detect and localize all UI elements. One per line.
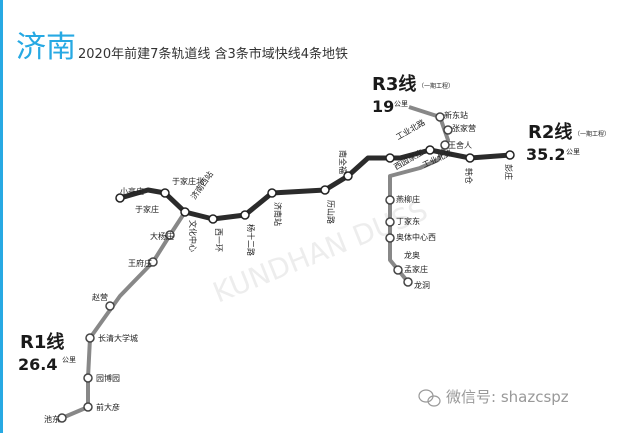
- station-wangfuzhuang: 王府庄: [128, 258, 152, 268]
- station-hanjia: 韩仓: [464, 168, 474, 184]
- station-dingjiadong: 丁家东: [396, 216, 420, 226]
- station-mengjiazhuang: 孟家庄: [404, 264, 428, 274]
- station-xiyihuan: 西一环: [214, 228, 223, 252]
- station-longao: 龙奥: [404, 250, 420, 260]
- r1-label-length: 26.4: [18, 355, 57, 374]
- station-yuanboyuan: 园博园: [96, 373, 120, 383]
- station-qiandazhuang: 前大彦: [96, 402, 120, 412]
- station-yujiazhuang: 于家庄: [135, 204, 159, 214]
- subtitle: 2020年前建7条轨道线 含3条市域快线4条地铁: [78, 47, 349, 62]
- station-jinanzhan: 济南站: [273, 202, 283, 226]
- station-wangsheren: 王舍人: [448, 140, 472, 150]
- station-nanquanzhuang: 南全福: [338, 150, 348, 174]
- station-zhangjiaying: 张家营: [452, 123, 476, 133]
- stations-r3: [385, 112, 453, 287]
- city-title: 济南: [16, 30, 76, 65]
- station-yangshierlu: 杨十二路: [246, 224, 256, 256]
- station-xiaogaozhuang: 小高庄: [120, 186, 144, 196]
- station-yujiazhuangbei: 于家庄北: [172, 176, 204, 186]
- r3-label-name: R3线: [372, 73, 416, 95]
- wechat-id: 微信号: shazcspz: [446, 388, 569, 406]
- stations-r2: [115, 145, 515, 224]
- r2-label-unit: 公里: [566, 148, 580, 156]
- station-wenhuazhongxin: 文化中心: [188, 220, 198, 252]
- r1-label-unit: 公里: [62, 356, 76, 364]
- station-chidong: 池东: [44, 414, 60, 424]
- station-longdong: 龙洞: [414, 280, 430, 290]
- station-gongyebeilu: 工业北路: [394, 117, 427, 142]
- station-zhaoying: 赵营: [92, 292, 108, 302]
- stations-r1: [57, 230, 175, 423]
- watermark-text: KUNDHAN DUSS: [208, 193, 432, 309]
- r1-route: [61, 210, 214, 420]
- station-dayangzhuang: 大杨庄: [150, 231, 174, 241]
- station-changqingdaxuecheng: 长清大学城: [98, 333, 138, 343]
- r3-label-phase: （一期工程）: [418, 82, 454, 90]
- station-lixiashan: 历山路: [326, 200, 336, 224]
- r2-label-length: 35.2: [526, 145, 565, 164]
- r2-label-name: R2线: [528, 121, 572, 143]
- r2-label-phase: （一期工程）: [574, 130, 610, 138]
- r3-label-length: 19: [372, 97, 394, 116]
- station-tanbuzhuang: 燕柳庄: [396, 194, 420, 204]
- wechat-icon: [418, 389, 441, 407]
- station-xindongzhan: 新东站: [444, 110, 468, 120]
- station-pengjiazhuang: 彭庄: [504, 164, 514, 180]
- station-aotizhongxinxi: 奥体中心西: [396, 232, 436, 242]
- r3-label-unit: 公里: [394, 100, 408, 108]
- left-accent-bar: [0, 0, 3, 433]
- r1-label-name: R1线: [20, 331, 64, 353]
